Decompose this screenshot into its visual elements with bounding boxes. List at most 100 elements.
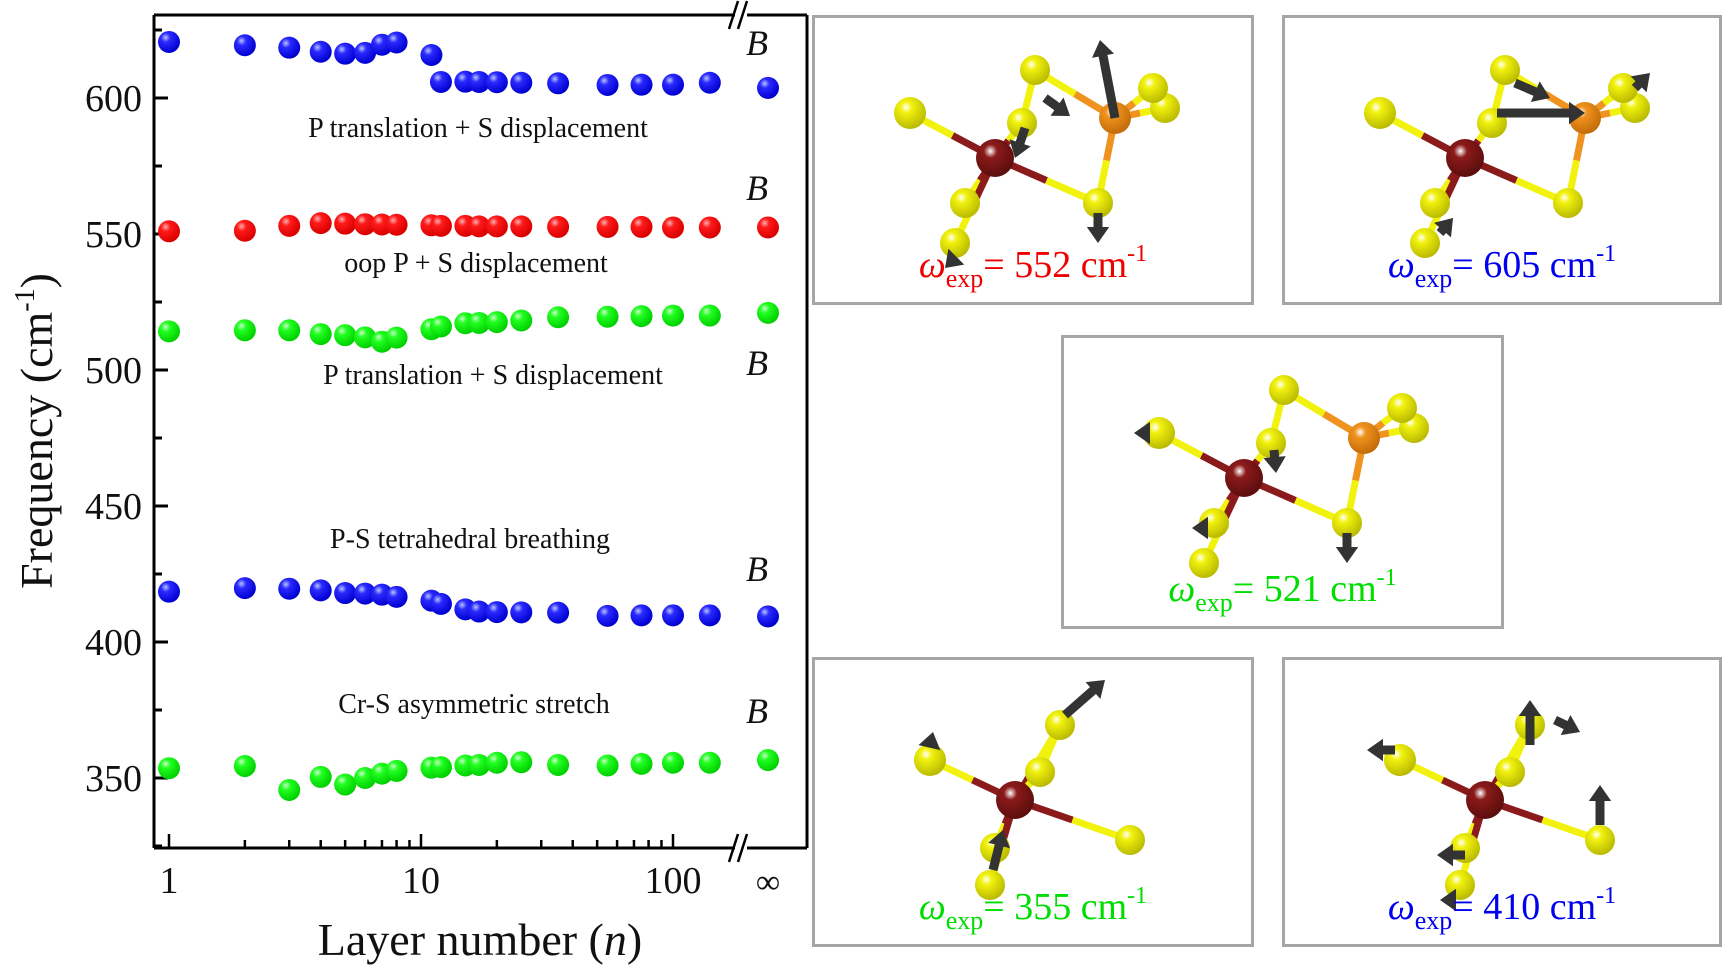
- data-point: [354, 41, 377, 64]
- data-point: [698, 304, 721, 327]
- data-point: [757, 749, 779, 772]
- data-point: [630, 604, 653, 627]
- data-point: [757, 216, 779, 239]
- symmetry-label: B: [746, 691, 768, 731]
- symmetry-label: B: [746, 549, 768, 589]
- data-point: [278, 778, 301, 801]
- data-point: [309, 579, 332, 602]
- mode-panel-521: ωexp= 521 cm-1: [1061, 335, 1504, 629]
- svg-text:450: 450: [85, 486, 142, 528]
- data-point: [547, 72, 570, 95]
- svg-text:∞: ∞: [756, 864, 780, 901]
- data-point: [420, 44, 443, 67]
- data-point: [429, 315, 452, 338]
- series-1: [158, 212, 779, 243]
- data-point: [233, 34, 256, 57]
- data-point: [429, 214, 452, 237]
- data-point: [510, 215, 533, 238]
- data-point: [698, 751, 721, 774]
- mode-annotation: oop P + S displacement: [344, 248, 608, 279]
- data-point: [468, 215, 491, 238]
- mode-panel-605: ωexp= 605 cm-1: [1282, 15, 1722, 305]
- symmetry-label: B: [746, 23, 768, 63]
- data-point: [233, 219, 256, 242]
- data-point: [334, 773, 357, 796]
- molecule-605-icon: [1364, 55, 1650, 258]
- data-point: [510, 309, 533, 332]
- data-point: [547, 753, 570, 776]
- data-point: [596, 305, 619, 328]
- mode-panel-552: ωexp= 552 cm-1: [812, 15, 1254, 305]
- series-4: [158, 749, 779, 801]
- panel-label-605: ωexp= 605 cm-1: [1387, 241, 1617, 293]
- data-point: [429, 756, 452, 779]
- data-point: [596, 604, 619, 627]
- symmetry-label: B: [746, 168, 768, 208]
- data-point: [468, 600, 491, 623]
- data-point: [662, 751, 684, 774]
- data-point: [757, 76, 779, 99]
- data-point: [385, 326, 408, 349]
- panel-label-410: ωexp= 410 cm-1: [1387, 883, 1617, 935]
- x-axis-label: Layer number (n): [318, 914, 642, 965]
- data-point: [309, 212, 332, 235]
- data-point: [233, 577, 256, 600]
- data-point: [547, 215, 570, 238]
- data-point: [630, 752, 653, 775]
- y-axis-label: Frequency (cm-1): [10, 273, 62, 589]
- data-point: [510, 751, 533, 774]
- data-point: [158, 320, 180, 343]
- mode-annotation: Cr-S asymmetric stretch: [338, 689, 610, 720]
- data-point: [698, 216, 721, 239]
- data-point: [158, 220, 180, 243]
- panel-label-552: ωexp= 552 cm-1: [918, 241, 1148, 293]
- data-point: [485, 751, 508, 774]
- data-point: [233, 319, 256, 342]
- data-point: [485, 71, 508, 94]
- panel-label-355: ωexp= 355 cm-1: [918, 883, 1148, 935]
- series-2: [158, 301, 779, 353]
- data-point: [468, 753, 491, 776]
- data-point: [662, 216, 684, 239]
- data-point: [662, 73, 684, 96]
- data-point: [278, 319, 301, 342]
- data-point: [485, 215, 508, 238]
- data-point: [662, 604, 684, 627]
- mode-annotation: P translation + S displacement: [308, 113, 648, 144]
- mode-annotation: P-S tetrahedral breathing: [330, 524, 610, 555]
- data-point: [698, 71, 721, 94]
- molecule-521-icon: [1134, 375, 1429, 578]
- data-point: [334, 212, 357, 235]
- data-point: [485, 311, 508, 334]
- series-0: [158, 30, 779, 99]
- data-point: [596, 215, 619, 238]
- molecule-355-icon: [914, 680, 1145, 900]
- data-point: [630, 305, 653, 328]
- data-point: [354, 767, 377, 789]
- svg-text:500: 500: [85, 350, 142, 392]
- data-point: [468, 70, 491, 93]
- molecule-552-icon: [894, 40, 1180, 268]
- svg-text:400: 400: [85, 622, 142, 664]
- data-point: [757, 605, 779, 628]
- data-point: [385, 759, 408, 782]
- data-point: [309, 323, 332, 346]
- data-point: [757, 301, 779, 324]
- mode-annotation: P translation + S displacement: [323, 360, 663, 391]
- data-point: [233, 755, 256, 778]
- svg-text:550: 550: [85, 214, 142, 256]
- svg-text:10: 10: [402, 860, 440, 902]
- data-point: [596, 754, 619, 777]
- svg-text:1: 1: [160, 860, 179, 902]
- data-point: [698, 604, 721, 627]
- data-point: [158, 30, 180, 53]
- data-point: [278, 577, 301, 600]
- data-point: [547, 306, 570, 329]
- data-point: [334, 42, 357, 65]
- mode-panel-355: ωexp= 355 cm-1: [812, 657, 1254, 947]
- data-point: [158, 580, 180, 603]
- data-point: [354, 582, 377, 605]
